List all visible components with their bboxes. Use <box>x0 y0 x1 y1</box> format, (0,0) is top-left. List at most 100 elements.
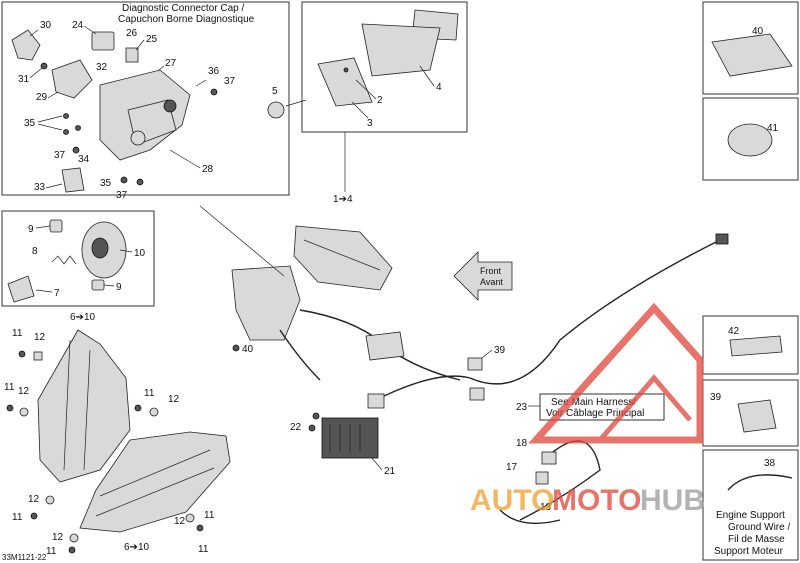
spring-clip-part <box>51 255 77 265</box>
watermark-auto: AUTO <box>470 484 554 517</box>
speedometer-sensor-part <box>267 101 285 119</box>
callout-8: 8 <box>32 246 38 257</box>
gauge-lens-part <box>317 57 373 107</box>
callout-6to10b: 6➔10 <box>124 542 150 553</box>
bulb-cap-part <box>49 219 63 233</box>
avant-label: Avant <box>480 277 503 287</box>
main-harness-note-2: Voir Câblage Principal <box>546 408 644 419</box>
callout-11b: 11 <box>4 382 15 393</box>
clip-part <box>737 399 777 433</box>
callout-24: 24 <box>72 20 84 31</box>
front-arrow-icon <box>453 251 513 301</box>
steering-support-part <box>231 265 301 341</box>
diagnostic-connector-panel: Diagnostic Connector Cap / Capuchon Born… <box>1 1 290 201</box>
callout-12c: 12 <box>168 394 180 405</box>
callout-12d: 12 <box>28 494 40 505</box>
callout-37c: 37 <box>116 190 128 201</box>
callout-12f: 12 <box>174 516 186 527</box>
diagnostic-cap-part <box>11 29 41 61</box>
relay-part <box>125 47 139 63</box>
right-headlight-assembly: 12 11 12 11 11 6➔10 <box>46 431 231 557</box>
connector-b-part <box>367 393 385 409</box>
sub-harness: 39 23 See Main Harness/ Voir Câblage Pri… <box>467 233 729 421</box>
diagnostic-cap-title-1: Diagnostic Connector Cap / <box>122 3 245 14</box>
callout-17: 17 <box>506 462 518 473</box>
callout-37a: 37 <box>224 76 236 87</box>
voltage-regulator: 22 21 <box>290 412 396 477</box>
callout-42: 42 <box>728 326 740 337</box>
callout-11c: 11 <box>144 388 155 399</box>
ground-wire-text-4: Support Moteur <box>714 546 784 557</box>
socket-part <box>91 279 105 291</box>
bracket-part <box>51 59 93 99</box>
callout-23: 23 <box>516 402 528 413</box>
callout-35a: 35 <box>24 118 36 129</box>
watermark-logo-icon <box>528 302 704 444</box>
callout-3: 3 <box>367 118 373 129</box>
callout-40: 40 <box>752 26 764 37</box>
callout-26: 26 <box>126 28 138 39</box>
gauge-cluster-panel: 2 3 4 5 1➔4 <box>267 1 468 205</box>
front-direction-arrow: Front Avant <box>453 251 513 301</box>
left-headlight-assembly: 11 12 11 12 11 12 12 11 <box>4 328 180 523</box>
harness-connector-part <box>365 331 405 361</box>
callout-36: 36 <box>208 66 220 77</box>
callout-11g: 11 <box>198 544 209 555</box>
cable-tie-panel: 41 <box>702 97 799 181</box>
watermark: AUTO MOTO HUB <box>470 302 705 517</box>
ground-wire-text-3: Fil de Masse <box>728 534 785 545</box>
watermark-hub: HUB <box>640 484 705 517</box>
callout-9b: 9 <box>116 282 122 293</box>
callout-30: 30 <box>40 20 52 31</box>
callout-33: 33 <box>34 182 46 193</box>
callout-41: 41 <box>767 123 779 134</box>
harness-wire <box>469 239 721 385</box>
ground-wire-panel: 38 Engine Support Ground Wire / Fil de M… <box>702 449 799 561</box>
front-label: Front <box>480 266 502 276</box>
callout-12e: 12 <box>52 532 64 543</box>
ground-wire-text-2: Ground Wire / <box>728 522 790 533</box>
main-harness-note-1: See Main Harness/ <box>551 397 636 408</box>
callout-7: 7 <box>54 288 60 299</box>
clip-panel: 39 <box>702 379 799 447</box>
callout-2: 2 <box>377 95 383 106</box>
callout-32: 32 <box>96 62 108 73</box>
callout-29: 29 <box>36 92 48 103</box>
callout-4: 4 <box>436 82 442 93</box>
callout-22: 22 <box>290 422 302 433</box>
callout-40b: 40 <box>242 344 254 355</box>
headlight-bulb-panel: 9 8 10 7 9 6➔10 <box>1 210 155 323</box>
callout-25: 25 <box>146 34 158 45</box>
main-harness-note <box>539 393 665 421</box>
callout-18: 18 <box>516 438 528 449</box>
gauge-assembly-part <box>293 225 393 291</box>
diagram-code: 33M1121-22 <box>2 553 47 562</box>
callout-9a: 9 <box>28 224 34 235</box>
protector-panel: 42 <box>702 315 799 375</box>
callout-37b: 37 <box>54 150 66 161</box>
callout-6to10a: 6➔10 <box>70 312 96 323</box>
callout-39b: 39 <box>710 392 722 403</box>
callout-21: 21 <box>384 466 396 477</box>
protector-part <box>729 335 783 357</box>
callout-1to4: 1➔4 <box>333 194 353 205</box>
cable-tie-part <box>727 123 773 157</box>
callout-27: 27 <box>165 58 177 69</box>
sealant-panel: 40 <box>702 1 799 95</box>
gauge-housing-part <box>361 23 441 77</box>
key-switch-part <box>61 167 85 193</box>
callout-34: 34 <box>78 154 90 165</box>
callout-13: 13 <box>540 502 552 513</box>
connector-part <box>91 31 115 51</box>
headlight-bulb-part <box>7 275 35 303</box>
sealant-tube-part <box>711 33 793 77</box>
callout-11a: 11 <box>12 328 23 339</box>
callout-38: 38 <box>764 458 776 469</box>
callout-5: 5 <box>272 86 278 97</box>
harness-connector-39 <box>467 357 483 371</box>
center-assembly: 40 <box>199 205 471 409</box>
ground-wire-text-1: Engine Support <box>716 510 785 521</box>
watermark-moto: MOTO <box>552 484 641 517</box>
left-headlight-housing <box>37 329 131 483</box>
